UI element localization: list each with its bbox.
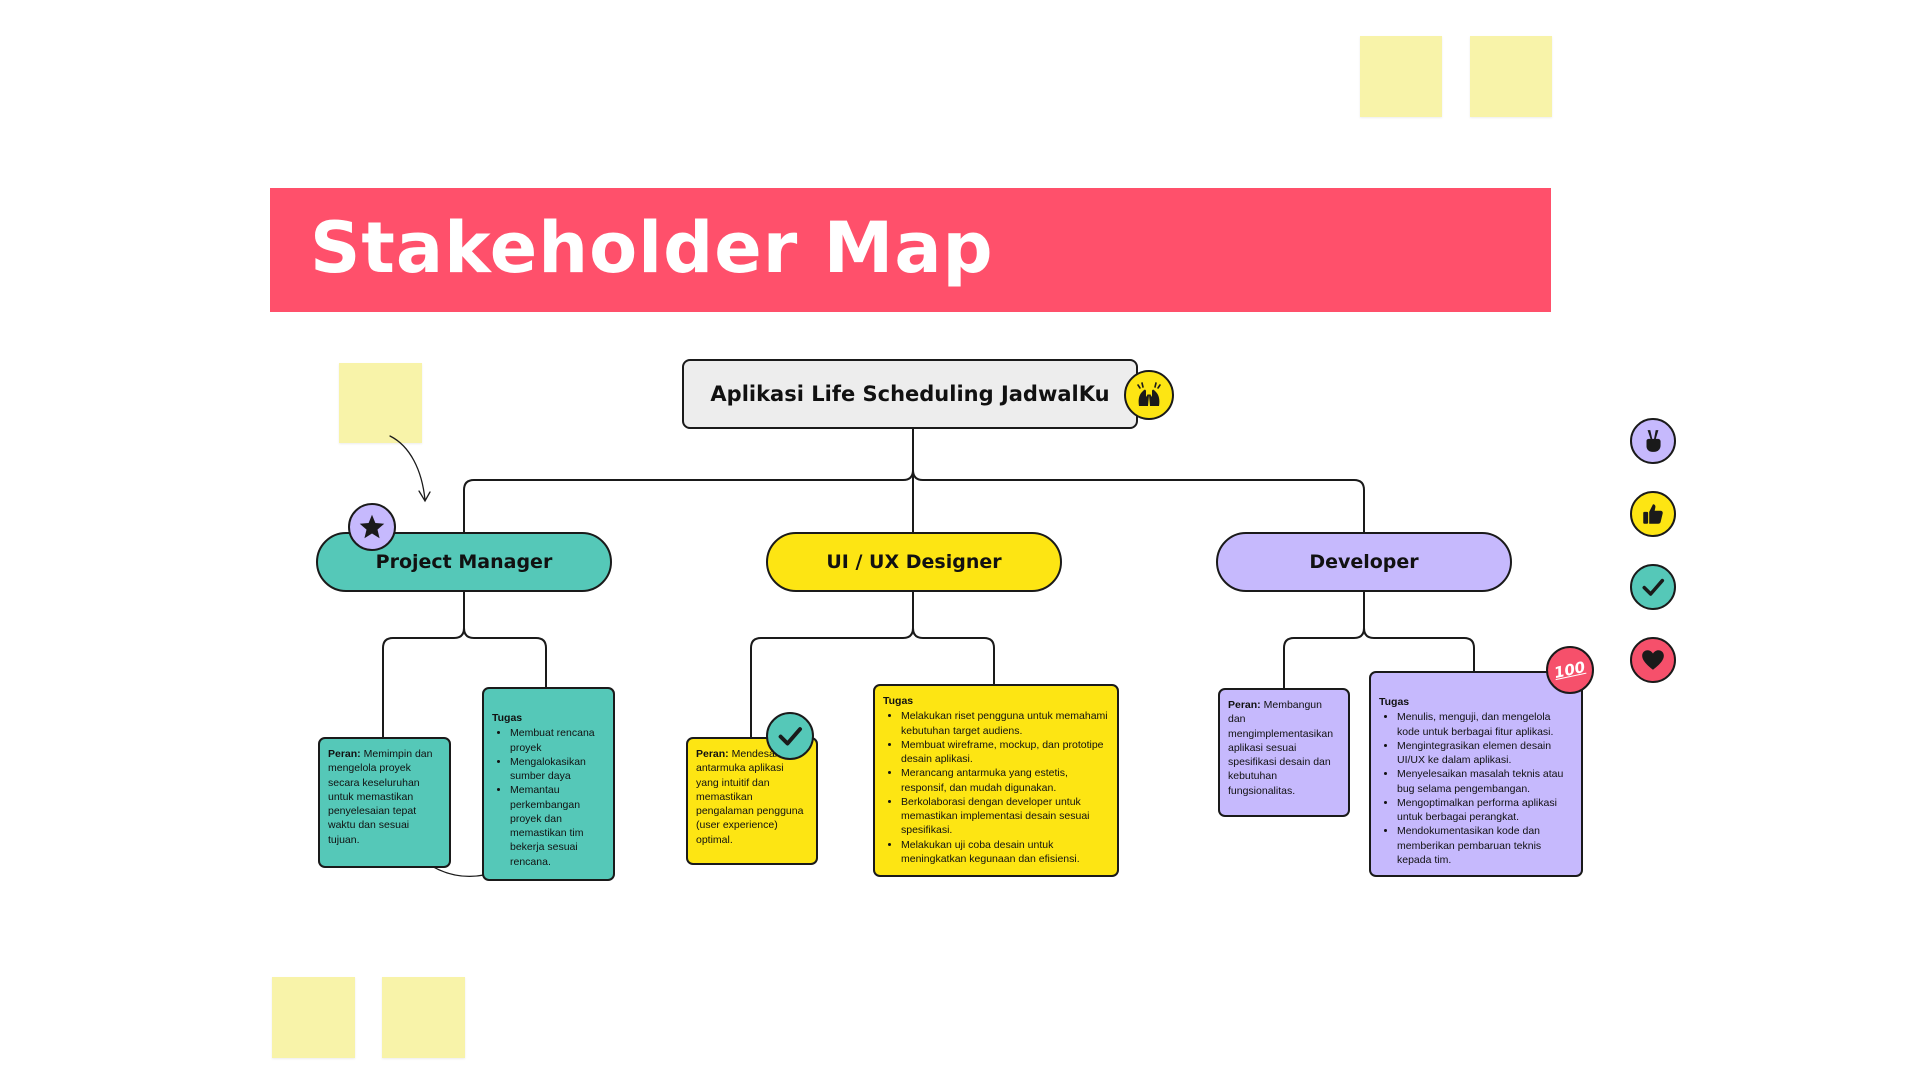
curved-arrow bbox=[389, 435, 426, 501]
peran-text: Membangun dan mengimplementasikan aplika… bbox=[1228, 699, 1334, 797]
check-icon bbox=[766, 712, 814, 760]
star-icon bbox=[348, 503, 396, 551]
role-project-manager[interactable]: Project Manager bbox=[316, 532, 612, 592]
raising-hands-icon bbox=[1124, 370, 1174, 420]
tugas-card-ui-ux-designer[interactable]: Tugas Melakukan riset pengguna untuk mem… bbox=[873, 684, 1119, 877]
title-banner: Stakeholder Map bbox=[270, 188, 1551, 312]
sticky-note[interactable] bbox=[1470, 36, 1552, 117]
peran-text: Mendesain antarmuka aplikasi yang intuit… bbox=[696, 748, 804, 846]
role-developer[interactable]: Developer bbox=[1216, 532, 1512, 592]
tugas-item: Membuat wireframe, mockup, dan prototipe… bbox=[901, 738, 1109, 767]
peran-label: Peran: bbox=[328, 748, 361, 760]
root-node[interactable]: Aplikasi Life Scheduling JadwalKu bbox=[682, 359, 1138, 429]
role-ui-ux-designer[interactable]: UI / UX Designer bbox=[766, 532, 1062, 592]
hundred-points-icon: 100 bbox=[1546, 646, 1594, 694]
sticky-note[interactable] bbox=[382, 977, 465, 1058]
peran-text: Memimpin dan mengelola proyek secara kes… bbox=[328, 748, 433, 846]
tugas-list: Menulis, menguji, dan mengelola kode unt… bbox=[1379, 710, 1573, 867]
victory-hand-icon[interactable] bbox=[1630, 418, 1676, 464]
tugas-label: Tugas bbox=[492, 712, 523, 724]
connector-dev-tugas bbox=[1363, 627, 1475, 671]
curved-arrow-head bbox=[418, 490, 431, 503]
check-icon[interactable] bbox=[1630, 564, 1676, 610]
tugas-item: Merancang antarmuka yang estetis, respon… bbox=[901, 766, 1109, 795]
connector-pm-tugas bbox=[463, 627, 547, 687]
sticky-note[interactable] bbox=[272, 977, 355, 1058]
connector-ux-peran bbox=[750, 591, 914, 737]
tugas-label: Tugas bbox=[883, 695, 914, 707]
connector-root-dev bbox=[912, 469, 1365, 532]
tugas-list: Membuat rencana proyek Mengalokasikan su… bbox=[492, 726, 605, 869]
tugas-item: Mengintegrasikan elemen desain UI/UX ke … bbox=[1397, 739, 1573, 768]
heart-icon[interactable] bbox=[1630, 637, 1676, 683]
tugas-item: Mengoptimalkan performa aplikasi untuk b… bbox=[1397, 796, 1573, 825]
tugas-label: Tugas bbox=[1379, 696, 1410, 708]
tugas-item: Menulis, menguji, dan mengelola kode unt… bbox=[1397, 710, 1573, 739]
tugas-item: Mendokumentasikan kode dan memberikan pe… bbox=[1397, 824, 1573, 867]
connector-ux-tugas bbox=[912, 627, 995, 684]
peran-card-developer[interactable]: Peran: Membangun dan mengimplementasikan… bbox=[1218, 688, 1350, 817]
tugas-item: Menyelesaikan masalah teknis atau bug se… bbox=[1397, 767, 1573, 796]
hundred-text: 100 bbox=[1552, 657, 1588, 683]
tugas-item: Mengalokasikan sumber daya bbox=[510, 755, 605, 784]
connector-dev-peran bbox=[1283, 591, 1365, 688]
sticky-note[interactable] bbox=[339, 363, 422, 443]
thumbs-up-icon[interactable] bbox=[1630, 491, 1676, 537]
tugas-item: Berkolaborasi dengan developer untuk mem… bbox=[901, 795, 1109, 838]
role-label: Project Manager bbox=[375, 551, 553, 573]
tugas-item: Membuat rencana proyek bbox=[510, 726, 605, 755]
peran-card-project-manager[interactable]: Peran: Memimpin dan mengelola proyek sec… bbox=[318, 737, 451, 868]
tugas-list: Melakukan riset pengguna untuk memahami … bbox=[883, 709, 1109, 866]
tugas-item: Memantau perkembangan proyek dan memasti… bbox=[510, 783, 605, 869]
page-title: Stakeholder Map bbox=[310, 207, 994, 289]
role-label: UI / UX Designer bbox=[826, 551, 1002, 573]
tugas-card-project-manager[interactable]: Tugas Membuat rencana proyek Mengalokasi… bbox=[482, 687, 615, 881]
tugas-card-developer[interactable]: Tugas Menulis, menguji, dan mengelola ko… bbox=[1369, 671, 1583, 877]
connector-root-pm bbox=[463, 429, 914, 532]
root-label: Aplikasi Life Scheduling JadwalKu bbox=[710, 382, 1110, 406]
role-label: Developer bbox=[1309, 551, 1419, 573]
tugas-item: Melakukan uji coba desain untuk meningka… bbox=[901, 838, 1109, 867]
sticky-note[interactable] bbox=[1360, 36, 1442, 117]
tugas-item: Melakukan riset pengguna untuk memahami … bbox=[901, 709, 1109, 738]
connector-pm-peran bbox=[382, 591, 465, 737]
peran-label: Peran: bbox=[696, 748, 729, 760]
peran-label: Peran: bbox=[1228, 699, 1261, 711]
